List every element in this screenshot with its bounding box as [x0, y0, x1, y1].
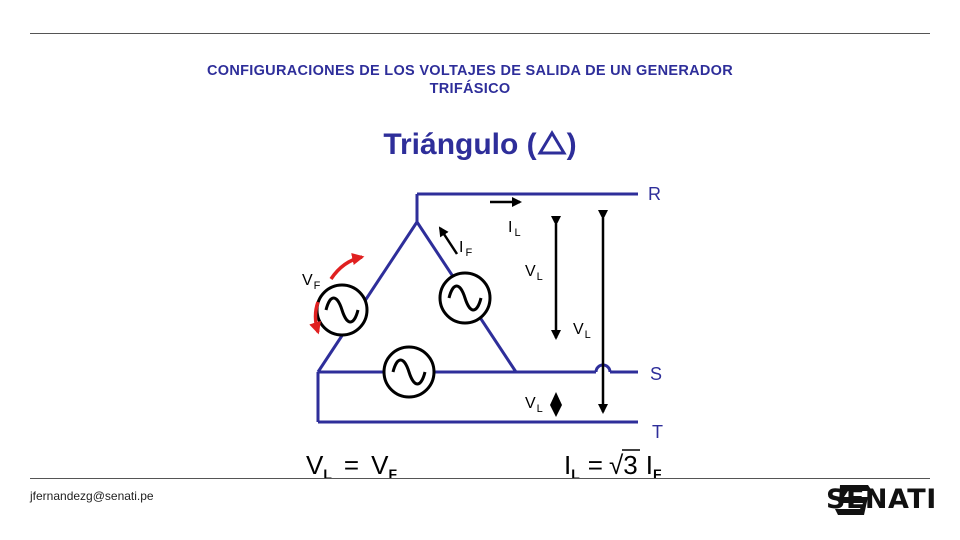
page-title: CONFIGURACIONES DE LOS VOLTAJES DE SALID…	[100, 62, 840, 98]
delta-wiring	[316, 192, 638, 424]
line-label-R: R	[648, 184, 661, 204]
title-line-2: TRIFÁSICO	[429, 81, 511, 97]
generator-right	[438, 271, 492, 325]
subtitle-close: )	[566, 128, 577, 161]
logo-text: SENATI	[826, 484, 937, 515]
svg-text:VL=VF: VL=VF	[306, 450, 397, 482]
phase-current-arrow	[438, 226, 459, 255]
label-VL-RT: VL	[573, 321, 591, 341]
label-VL-RS: VL	[525, 263, 543, 283]
generator-left	[315, 283, 369, 337]
subtitle: Triángulo ()	[0, 128, 960, 162]
line-label-S: S	[650, 364, 662, 384]
label-VL-ST: VL	[525, 395, 543, 415]
senati-logo-icon	[835, 485, 872, 515]
top-rule	[30, 33, 930, 34]
label-VF: VF	[302, 272, 321, 292]
bottom-rule	[30, 478, 930, 479]
voltage-arrow-ST	[550, 392, 562, 417]
rotation-arrow-bottom	[309, 301, 321, 335]
delta-triangle-icon	[537, 130, 567, 155]
footer-email: jfernandezg@senati.pe	[30, 489, 154, 503]
generator-bottom	[382, 345, 436, 399]
svg-text:IL=√3IF: IL=√3IF	[564, 450, 662, 482]
line-label-T: T	[652, 422, 663, 442]
subtitle-text: Triángulo (	[383, 128, 537, 161]
rotation-arrow-top	[329, 253, 365, 280]
formula-voltage: VL=VF	[306, 450, 397, 482]
title-line-1: CONFIGURACIONES DE LOS VOLTAJES DE SALID…	[207, 63, 733, 79]
